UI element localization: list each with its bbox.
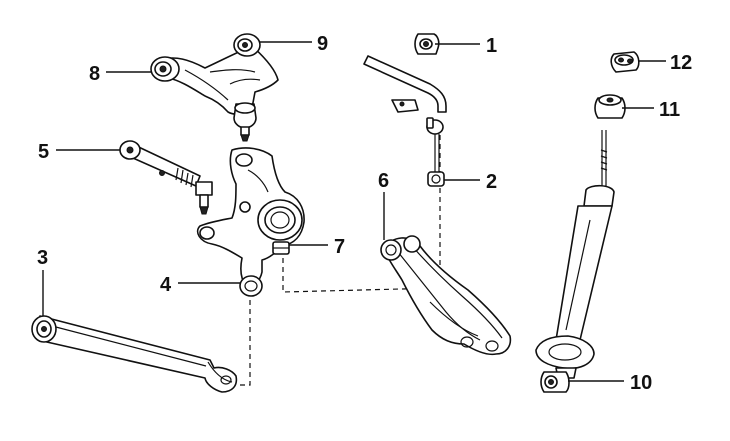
callout-10-label: 10 — [630, 372, 652, 394]
shock-absorber — [535, 130, 615, 379]
stabilizer-link — [426, 117, 444, 172]
callout-9-label: 9 — [317, 33, 328, 55]
callout-8-label: 8 — [89, 63, 100, 85]
callout-1-label: 1 — [486, 35, 497, 57]
upper-control-arm — [159, 45, 279, 115]
stabilizer-bushing-1-part — [414, 33, 440, 55]
shock-bushing-10-part — [540, 371, 570, 393]
shock-mount-cushion-12-part — [610, 51, 640, 73]
toe-control-arm — [119, 140, 213, 215]
callout-7-label: 7 — [334, 236, 345, 258]
callout-3-label: 3 — [37, 247, 48, 269]
bushing-8-part — [150, 56, 180, 82]
stabilizer-link-bushing-2-part — [427, 171, 445, 187]
bushing-9-part — [233, 33, 261, 57]
callout-5-label: 5 — [38, 141, 49, 163]
callout-labels: 1 2 3 4 5 6 7 8 9 10 11 12 — [37, 33, 692, 394]
callout-2-label: 2 — [486, 171, 497, 193]
callout-6-label: 6 — [378, 170, 389, 192]
knuckle-bushing-4-part — [239, 275, 263, 297]
knuckle-bushing-7-part — [272, 241, 290, 255]
shock-upper-bushing-11-part — [594, 94, 626, 119]
steering-knuckle — [196, 147, 305, 288]
lower-arm — [380, 235, 512, 356]
upper-ball-joint — [233, 102, 257, 142]
callout-12-label: 12 — [670, 52, 692, 74]
lateral-link — [31, 315, 238, 393]
callout-11-label: 11 — [659, 99, 680, 121]
callout-4-label: 4 — [160, 274, 172, 296]
stabilizer-bar — [363, 55, 447, 113]
leader-lines — [42, 41, 666, 382]
